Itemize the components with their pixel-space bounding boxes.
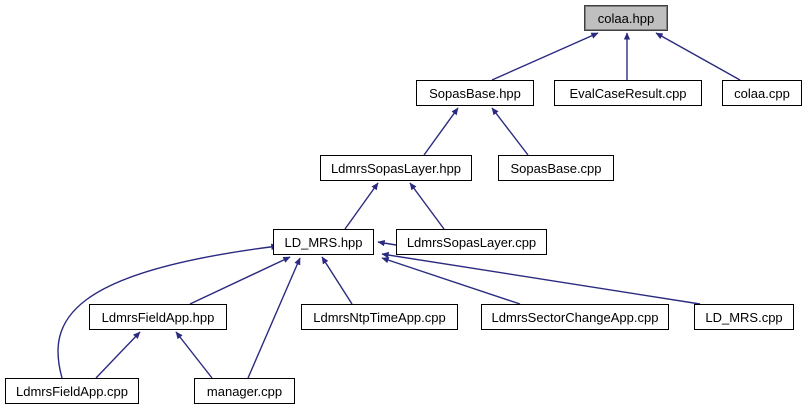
node-label-ldmrsfieldapp_hpp: LdmrsFieldApp.hpp xyxy=(101,309,215,325)
edge-ldmrsntptimeapp_cpp-to-ld_mrs_hpp xyxy=(321,256,353,305)
node-sopasbase_hpp[interactable]: SopasBase.hpp xyxy=(416,80,534,106)
node-ldmrsfieldapp_cpp[interactable]: LdmrsFieldApp.cpp xyxy=(5,378,139,404)
edge-ld_mrs_hpp-to-ldmrssopaslayer_hpp xyxy=(344,182,379,230)
node-ldmrssopaslayer_cpp[interactable]: LdmrsSopasLayer.cpp xyxy=(396,229,547,255)
node-label-ldmrssectorchangeapp_cpp: LdmrsSectorChangeApp.cpp xyxy=(491,309,659,325)
node-ldmrsfieldapp_hpp[interactable]: LdmrsFieldApp.hpp xyxy=(89,304,227,330)
node-sopasbase_cpp[interactable]: SopasBase.cpp xyxy=(498,155,614,181)
node-label-sopasbase_hpp: SopasBase.hpp xyxy=(429,85,521,101)
node-label-ld_mrs_hpp: LD_MRS.hpp xyxy=(284,234,363,250)
node-ldmrssectorchangeapp_cpp[interactable]: LdmrsSectorChangeApp.cpp xyxy=(481,304,669,330)
edge-ld_mrs_cpp-to-ld_mrs_hpp xyxy=(381,251,701,305)
node-ld_mrs_cpp[interactable]: LD_MRS.cpp xyxy=(694,304,794,330)
node-label-ldmrsfieldapp_cpp: LdmrsFieldApp.cpp xyxy=(16,383,128,399)
node-evalcaseresult_cpp[interactable]: EvalCaseResult.cpp xyxy=(554,80,702,106)
node-ldmrssopaslayer_hpp[interactable]: LdmrsSopasLayer.hpp xyxy=(320,155,472,181)
edge-manager_cpp-to-ldmrsfieldapp_hpp xyxy=(175,331,213,379)
edge-colaa_cpp-to-colaa_hpp xyxy=(655,32,741,81)
node-colaa_hpp[interactable]: colaa.hpp xyxy=(584,5,668,31)
node-label-sopasbase_cpp: SopasBase.cpp xyxy=(510,160,602,176)
edge-ldmrsfieldapp_hpp-to-ld_mrs_hpp xyxy=(189,256,291,305)
node-label-evalcaseresult_cpp: EvalCaseResult.cpp xyxy=(569,85,687,101)
node-colaa_cpp[interactable]: colaa.cpp xyxy=(722,80,802,106)
edge-ldmrsfieldapp_cpp-to-ldmrsfieldapp_hpp xyxy=(95,331,141,379)
edge-sopasbase_cpp-to-sopasbase_hpp xyxy=(491,107,529,156)
edge-ldmrssopaslayer_cpp-to-ld_mrs_hpp xyxy=(377,239,397,247)
edge-ldmrssopaslayer_cpp-to-ldmrssopaslayer_hpp xyxy=(409,182,445,230)
node-label-ldmrssopaslayer_cpp: LdmrsSopasLayer.cpp xyxy=(406,234,537,250)
edge-ldmrssopaslayer_hpp-to-sopasbase_hpp xyxy=(423,107,459,156)
edge-sopasbase_hpp-to-colaa_hpp xyxy=(491,32,599,81)
node-label-ldmrsntptimeapp_cpp: LdmrsNtpTimeApp.cpp xyxy=(313,309,446,325)
edge-ldmrssectorchangeapp_cpp-to-ld_mrs_hpp xyxy=(381,257,521,305)
node-label-manager_cpp: manager.cpp xyxy=(206,383,283,399)
node-label-ld_mrs_cpp: LD_MRS.cpp xyxy=(705,309,783,325)
edge-ldmrsfieldapp_cpp-to-ld_mrs_hpp xyxy=(57,243,279,379)
edge-manager_cpp-to-ld_mrs_hpp xyxy=(247,257,301,379)
node-ldmrsntptimeapp_cpp[interactable]: LdmrsNtpTimeApp.cpp xyxy=(301,304,458,330)
node-ld_mrs_hpp[interactable]: LD_MRS.hpp xyxy=(273,229,374,255)
node-label-colaa_cpp: colaa.cpp xyxy=(734,85,790,101)
node-label-colaa_hpp: colaa.hpp xyxy=(597,10,655,26)
node-label-ldmrssopaslayer_hpp: LdmrsSopasLayer.hpp xyxy=(330,160,462,176)
node-manager_cpp[interactable]: manager.cpp xyxy=(194,378,295,404)
